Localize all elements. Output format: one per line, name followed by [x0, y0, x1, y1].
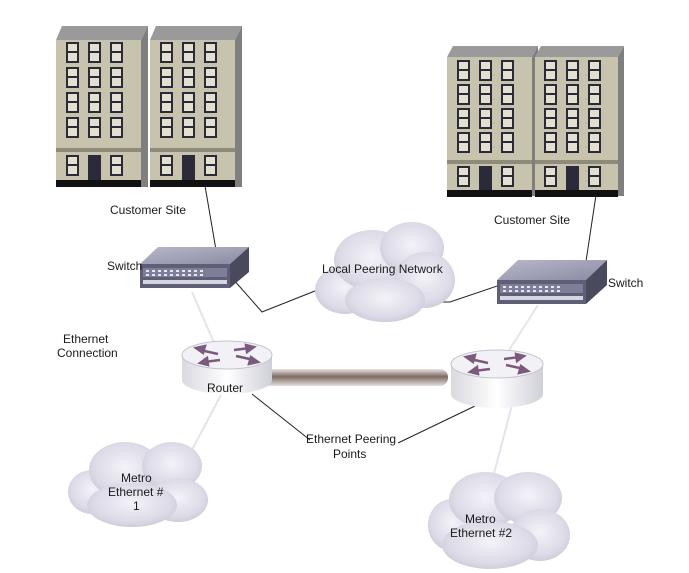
- metro-ethernet-1-label-line1: Metro: [121, 471, 152, 485]
- router-arrows-icon: [462, 352, 532, 376]
- customer-site-building-right-2: [535, 46, 624, 197]
- metro-ethernet-2-cloud: [428, 472, 570, 569]
- router-arrows-icon: [192, 343, 262, 367]
- router-label: Router: [207, 381, 243, 395]
- ethernet-connection-label-line1: Ethernet: [63, 332, 109, 346]
- switch-label-right: Switch: [608, 276, 643, 290]
- switch-right-device: [497, 260, 607, 304]
- metro-ethernet-1-label-line3: 1: [133, 499, 140, 513]
- switch-left-device: [140, 247, 249, 288]
- switch-label-left: Switch: [107, 259, 142, 273]
- link-building-right-to-switch-right: [584, 194, 597, 269]
- router-left-device: [181, 340, 273, 394]
- local-peering-network-cloud: [315, 222, 455, 322]
- link-peering-points-to-router-right: [397, 405, 476, 444]
- metro-ethernet-2-label-line2: Ethernet #2: [450, 526, 512, 540]
- link-switch-right-to-router-right: [507, 304, 539, 353]
- ethernet-peering-points-label-line1: Ethernet Peering: [306, 432, 396, 446]
- customer-site-label-right: Customer Site: [494, 213, 570, 227]
- ethernet-connection-label-line2: Connection: [57, 346, 118, 360]
- router-right-device: [450, 349, 544, 408]
- customer-site-label-left: Customer Site: [110, 203, 186, 217]
- link-switch-left-to-router-left: [191, 291, 216, 346]
- customer-site-building-right-1: [447, 46, 538, 197]
- metro-ethernet-2-label-line1: Metro: [465, 512, 496, 526]
- link-router-left-to-peering-points: [251, 393, 311, 441]
- customer-site-building-left-1: [56, 26, 148, 187]
- link-switch-left-to-peering-network: [224, 269, 331, 313]
- ethernet-peering-points-label-line2: Points: [333, 447, 366, 461]
- ethernet-peering-pipe: [262, 369, 448, 386]
- local-peering-network-label: Local Peering Network: [322, 262, 444, 276]
- customer-site-building-left-2: [150, 26, 242, 187]
- metro-ethernet-1-label-line2: Ethernet #: [108, 485, 164, 499]
- metro-ethernet-1-cloud: [68, 442, 208, 527]
